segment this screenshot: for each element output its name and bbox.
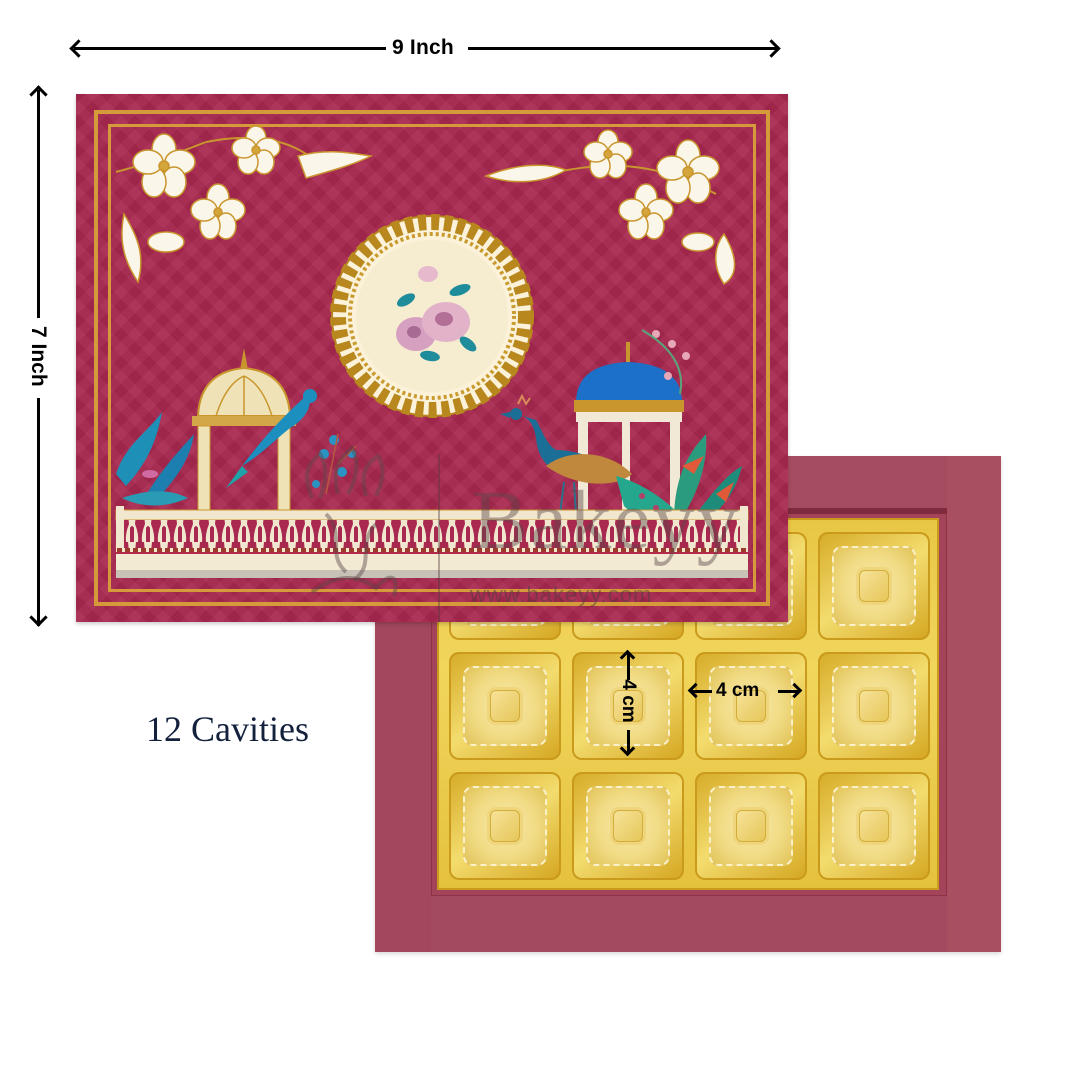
- blossom-right-icon: [483, 129, 736, 286]
- dimension-line: [627, 730, 630, 754]
- cavity: [818, 532, 930, 640]
- cavity: [449, 772, 561, 880]
- cavity: [695, 652, 807, 760]
- width-dimension: 9 Inch: [69, 36, 784, 60]
- height-dimension: 7 Inch: [26, 85, 50, 630]
- cavities-caption: 12 Cavities: [146, 709, 309, 749]
- dimension-line: [627, 654, 630, 680]
- balustrade-icon: [115, 506, 749, 578]
- dimension-line: [468, 47, 778, 50]
- watermark-logo-icon: [304, 444, 398, 597]
- lid-artwork: [115, 125, 749, 597]
- cavity-height-label: 4 cm: [618, 679, 639, 723]
- cavity: [818, 772, 930, 880]
- arrow-down-icon: [619, 740, 636, 757]
- cavity: [695, 772, 807, 880]
- cavity: [449, 652, 561, 760]
- arrow-down-icon: [29, 608, 48, 627]
- watermark-divider: [438, 454, 440, 622]
- dimension-line: [692, 690, 712, 693]
- width-label: 9 Inch: [392, 36, 454, 59]
- arrow-right-icon: [786, 682, 803, 699]
- watermark-url: www.bakeyy.com: [470, 582, 653, 607]
- right-foliage-icon: [641, 329, 742, 522]
- cavity-width-measure: 4 cm: [687, 680, 804, 704]
- base-side-right: [946, 456, 1001, 952]
- tropical-foliage-icon: [116, 412, 357, 506]
- dimension-line: [74, 47, 386, 50]
- dimension-line: [778, 690, 800, 693]
- blue-bird-icon: [226, 389, 317, 488]
- watermark-brand: Bakeyy: [472, 474, 741, 567]
- height-label: 7 Inch: [27, 326, 50, 387]
- dimension-line: [37, 398, 40, 626]
- arrow-right-icon: [762, 39, 781, 58]
- dimension-line: [37, 90, 40, 318]
- box-lid: Bakeyy www.bakeyy.com: [76, 94, 788, 622]
- lid-outer-gold-border: [94, 110, 770, 606]
- cavity: [572, 772, 684, 880]
- cavity-width-label: 4 cm: [716, 680, 760, 701]
- golden-pavilion-icon: [192, 348, 296, 527]
- base-bottom-band: [431, 895, 947, 952]
- blossom-left-icon: [115, 125, 374, 284]
- lid-inner-gold-border: [108, 124, 756, 592]
- cavity-height-measure: 4 cm: [617, 649, 641, 758]
- cavity: [818, 652, 930, 760]
- medallion-icon: [330, 214, 534, 418]
